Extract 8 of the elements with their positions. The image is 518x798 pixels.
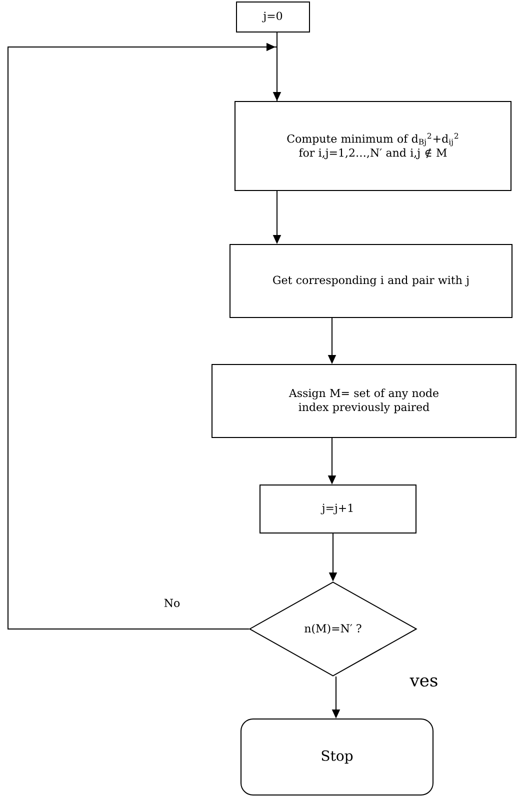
process-box: Get corresponding i and pair with j [230,244,512,318]
process-box: Assign M= set of any node index previously paired [212,364,516,438]
arrow [8,42,278,630]
edge-label: ves [408,676,440,688]
terminal-box: Stop [240,718,434,796]
edge-label: No [162,598,182,608]
process-box: j=0 [236,2,310,32]
process-box: j=j+1 [260,484,416,534]
